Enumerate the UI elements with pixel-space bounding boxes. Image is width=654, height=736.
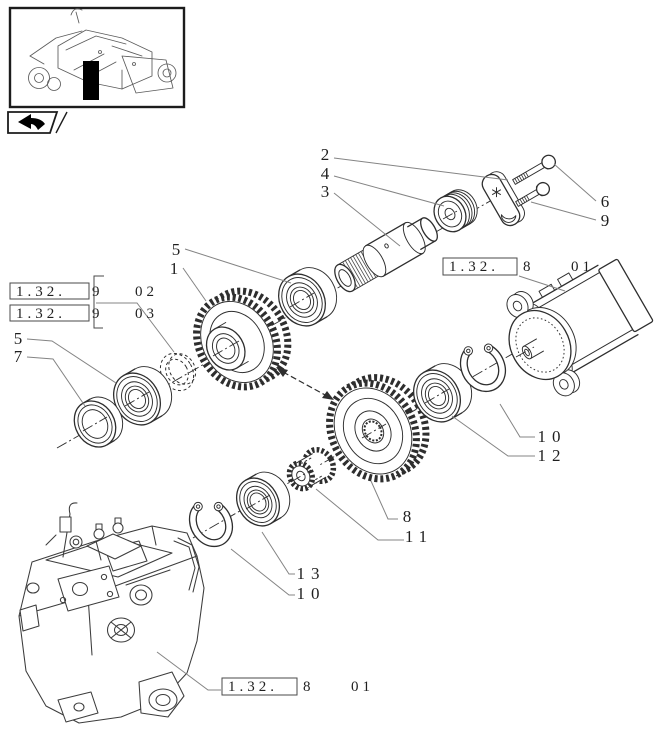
reference-sheet-number: 03 [135,306,158,322]
reference-sheet-number: 02 [135,284,158,300]
reference-1328-01-bottom[interactable]: 1.32. 8 01 [221,677,374,696]
gear-large-lower [326,374,430,483]
reference-1328-01-top[interactable]: 1.32. 8 01 [442,257,594,276]
snap-ring-left [188,501,234,548]
callout-9-bolt[interactable]: 9 [601,211,610,230]
callout-12-bearing[interactable]: 12 [538,446,567,465]
reference-code-suffix: 8 [303,679,315,695]
reference-sheet-number: 01 [351,679,374,695]
callout-5-bearing-upper[interactable]: 5 [172,240,181,259]
alignment-star-mark [491,187,502,198]
bolt-short [515,181,551,207]
retainer-plate [481,171,525,227]
callout-4-plug[interactable]: 4 [321,164,330,183]
callout-8-gear[interactable]: 8 [403,507,412,526]
reference-code-boxed: 1.32. [228,679,278,695]
callout-7-seal[interactable]: 7 [14,347,23,366]
reference-1329-03[interactable]: 1.32. 9 03 [9,304,158,322]
reference-group-bracket [93,275,104,329]
reference-sheet-number: 01 [571,259,594,275]
reference-code-boxed: 1.32. [16,306,66,322]
leader-lines [26,157,597,691]
centerline-bore-segments [82,209,535,510]
left-pump-assembly [18,502,205,724]
return-arrow-icon [18,114,45,130]
plate-slot [500,214,517,223]
bolt-long [512,154,556,185]
reference-1329-02[interactable]: 1.32. 9 02 [9,282,158,300]
reference-code-suffix: 9 [92,306,104,322]
section-highlight-marker [83,61,99,100]
callout-5-bearing-left[interactable]: 5 [14,329,23,348]
callout-10-snap-ring-left[interactable]: 10 [297,584,326,603]
reference-code-suffix: 8 [523,259,535,275]
callout-3-shaft[interactable]: 3 [321,182,330,201]
splined-shaft [334,217,438,293]
callout-6-bolt[interactable]: 6 [601,192,610,211]
overview-thumbnail[interactable] [8,6,186,109]
reference-code-boxed: 1.32. [449,259,499,275]
reference-code-boxed: 1.32. [16,284,66,300]
back-arrow-tab[interactable] [7,111,68,134]
callout-10-snap-ring-right[interactable]: 10 [538,427,567,446]
snap-ring-right [459,343,506,393]
callout-1-gear[interactable]: 1 [170,259,179,278]
callout-2-retainer-plate[interactable]: 2 [321,145,330,164]
callout-13-bearing[interactable]: 13 [297,564,326,583]
gear-mesh-arrow [276,367,334,400]
callout-11-pinion[interactable]: 11 [405,527,433,546]
shaft-oil-hole [384,243,389,249]
reference-code-suffix: 9 [92,284,104,300]
right-pump-housing [506,258,654,397]
bearing-lower-right [412,363,473,423]
